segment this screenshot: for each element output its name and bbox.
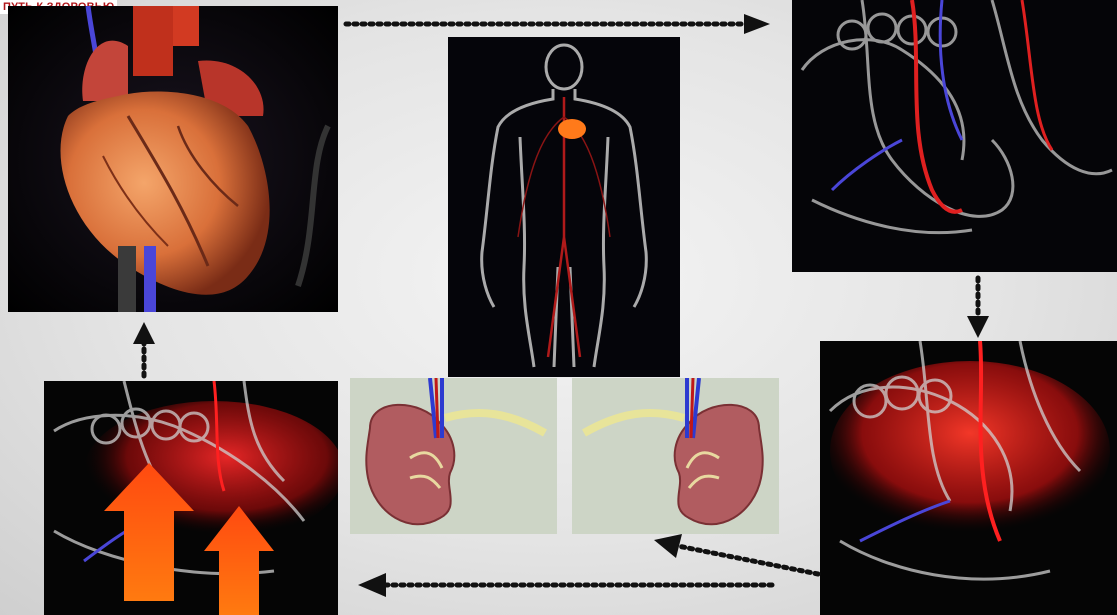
foot-panel-bottom-right [820, 341, 1117, 615]
kidney-icon [572, 378, 779, 534]
foot-icon [44, 381, 338, 615]
dotted-arrow-up-left [130, 320, 158, 380]
kidney-icon [350, 378, 557, 534]
kidney-right-panel [572, 378, 779, 534]
heart-panel [8, 6, 338, 312]
foot-panel-top-right [792, 0, 1117, 272]
foot-icon [792, 0, 1117, 272]
human-body-icon [448, 37, 680, 377]
foot-panel-bottom-left [44, 381, 338, 615]
foot-icon [820, 341, 1117, 615]
dotted-arrow-left-bottom [356, 570, 778, 600]
kidney-left-panel [350, 378, 557, 534]
human-body-panel [448, 37, 680, 377]
dotted-arrow-down-right [964, 274, 992, 340]
dotted-arrow-right-top [340, 12, 772, 36]
heart-icon [8, 6, 338, 312]
